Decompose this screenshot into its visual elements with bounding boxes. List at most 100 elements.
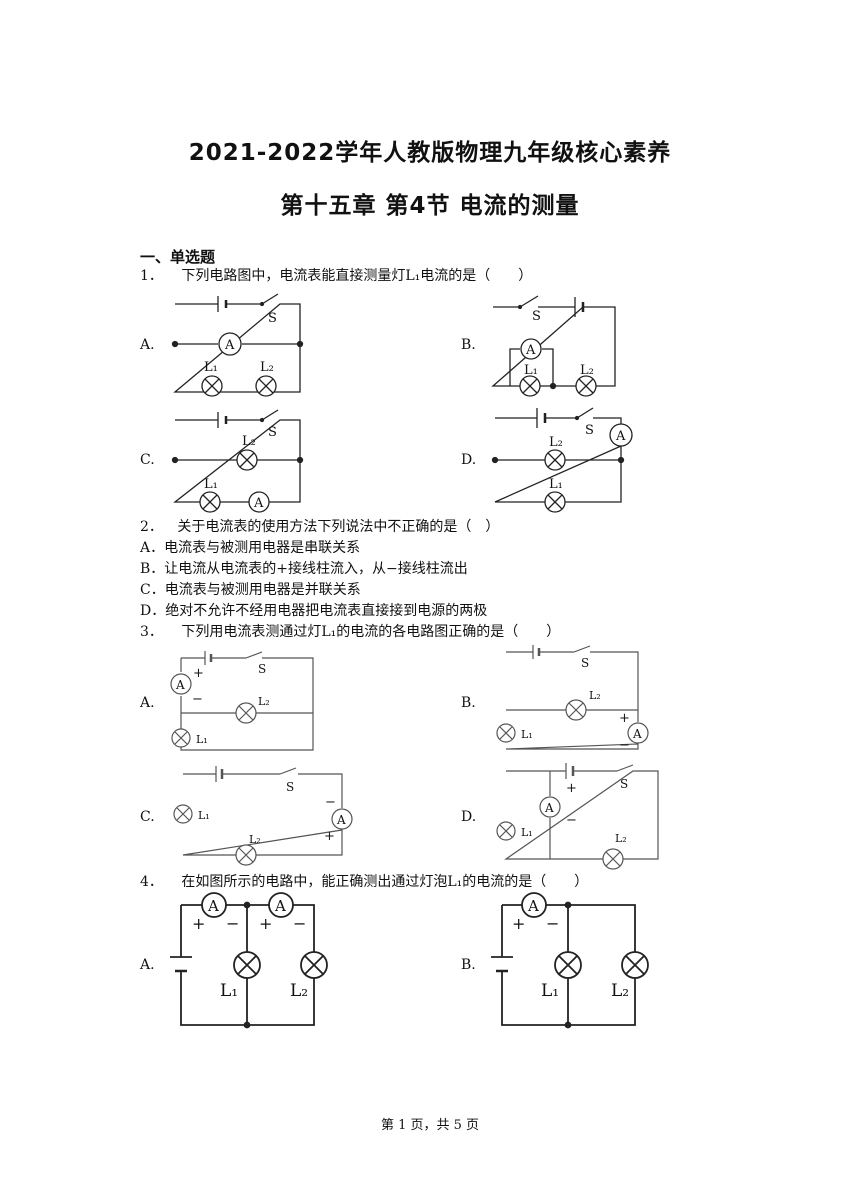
svg-text:A: A bbox=[544, 801, 554, 815]
svg-text:L₁: L₁ bbox=[524, 363, 538, 378]
lamp-icon bbox=[544, 491, 566, 513]
question-text: 在如图所示的电路中，能正确测出通过灯泡L₁的电流的是（ ） bbox=[181, 874, 589, 890]
svg-text:A: A bbox=[336, 813, 346, 827]
svg-text:S: S bbox=[286, 780, 294, 794]
question-number: 1． bbox=[140, 268, 163, 284]
q1-circuit-d: S A L₂ L₁ bbox=[491, 407, 633, 513]
svg-text:L₂: L₂ bbox=[615, 832, 627, 845]
lamp-icon bbox=[235, 702, 257, 724]
svg-text:L₁: L₁ bbox=[204, 360, 218, 375]
question-4: 4． 在如图所示的电路中，能正确测出通过灯泡L₁的电流的是（ ） bbox=[140, 872, 588, 892]
svg-text:L₂: L₂ bbox=[549, 435, 563, 450]
svg-text:L₂: L₂ bbox=[242, 434, 256, 449]
svg-text:L₁: L₁ bbox=[220, 981, 238, 1001]
lamp-icon bbox=[171, 728, 191, 748]
question-text: 关于电流表的使用方法下列说法中不正确的是（ ） bbox=[177, 519, 500, 535]
svg-text:−: − bbox=[293, 914, 306, 933]
q4-circuit-b: A + − L₁ L₂ bbox=[491, 892, 649, 1029]
svg-text:A: A bbox=[525, 343, 536, 358]
svg-text:+: + bbox=[192, 914, 205, 933]
svg-text:S: S bbox=[585, 423, 594, 438]
question-number: 4． bbox=[140, 874, 163, 890]
q3-option-b-label: B. bbox=[461, 695, 476, 711]
lamp-icon bbox=[621, 951, 649, 979]
svg-text:−: − bbox=[226, 914, 239, 933]
lamp-icon bbox=[602, 848, 624, 870]
q3-circuit-c: S A − + L₁ L₂ bbox=[173, 766, 353, 866]
svg-text:L₁: L₁ bbox=[198, 809, 210, 822]
svg-text:L₁: L₁ bbox=[541, 981, 559, 1001]
page-footer: 第 1 页，共 5 页 bbox=[380, 1118, 480, 1133]
q3-circuit-a: S A + − L₂ L₁ bbox=[170, 651, 314, 751]
page-title: 2021-2022学年人教版物理九年级核心素养 bbox=[188, 140, 672, 166]
question-number: 2． bbox=[140, 519, 163, 535]
q2-option-d: D．绝对不允许不经用电器把电流表直接接到电源的两极 bbox=[140, 603, 488, 619]
lamp-icon bbox=[519, 375, 541, 397]
q4-option-b-label: B. bbox=[461, 957, 476, 973]
svg-text:A: A bbox=[615, 429, 626, 444]
svg-text:L₂: L₂ bbox=[580, 363, 594, 378]
svg-text:S: S bbox=[581, 656, 589, 670]
svg-text:S: S bbox=[268, 425, 277, 440]
q1-option-c-label: C. bbox=[140, 452, 155, 468]
q2-option-a: A．电流表与被测用电器是串联关系 bbox=[140, 540, 361, 556]
lamp-icon bbox=[255, 375, 277, 397]
svg-text:−: − bbox=[325, 795, 336, 810]
q1-circuit-b: S A L₁ L₂ bbox=[491, 295, 616, 397]
question-text: 下列用电流表测通过灯L₁的电流的各电路图正确的是（ ） bbox=[181, 624, 561, 640]
svg-text:+: + bbox=[566, 781, 577, 796]
q1-option-d-label: D. bbox=[461, 452, 477, 468]
svg-text:L₁: L₁ bbox=[196, 733, 208, 746]
q1-circuit-c: S L₂ L₁ A bbox=[171, 409, 304, 513]
svg-text:L₁: L₁ bbox=[521, 728, 533, 741]
svg-text:−: − bbox=[192, 692, 203, 707]
q4-circuit-a: A A + − + − L₁ L₂ bbox=[170, 892, 328, 1029]
chapter-title: 第十五章 第4节 电流的测量 bbox=[280, 193, 580, 219]
lamp-icon bbox=[173, 804, 193, 824]
lamp-icon bbox=[235, 844, 257, 866]
q2-option-c: C．电流表与被测用电器是并联关系 bbox=[140, 582, 361, 598]
q3-option-a-label: A. bbox=[140, 695, 155, 711]
lamp-icon bbox=[233, 951, 261, 979]
lamp-icon bbox=[544, 449, 566, 471]
q3-option-d-label: D. bbox=[461, 809, 477, 825]
q3-circuit-b: S L₂ A + − L₁ bbox=[496, 645, 649, 753]
lamp-icon bbox=[300, 951, 328, 979]
q4-option-a-label: A. bbox=[140, 957, 155, 973]
lamp-icon bbox=[575, 375, 597, 397]
question-text: 下列电路图中，电流表能直接测量灯L₁电流的是（ ） bbox=[181, 268, 533, 284]
svg-text:L₁: L₁ bbox=[549, 477, 563, 492]
ammeter-label: A bbox=[224, 338, 235, 353]
svg-text:L₂: L₂ bbox=[589, 689, 601, 702]
q1-option-a-label: A. bbox=[140, 337, 155, 353]
svg-text:L₂: L₂ bbox=[260, 360, 274, 375]
lamp-icon bbox=[199, 491, 221, 513]
svg-text:S: S bbox=[532, 309, 541, 324]
svg-text:L₁: L₁ bbox=[204, 477, 218, 492]
svg-text:−: − bbox=[619, 738, 630, 753]
svg-text:L₂: L₂ bbox=[290, 981, 308, 1001]
svg-text:L₁: L₁ bbox=[521, 826, 533, 839]
svg-text:+: + bbox=[619, 711, 630, 726]
svg-text:A: A bbox=[207, 897, 219, 915]
svg-text:A: A bbox=[175, 678, 185, 692]
lamp-icon bbox=[565, 699, 587, 721]
lamp-icon bbox=[236, 449, 258, 471]
q3-option-c-label: C. bbox=[140, 809, 155, 825]
svg-text:S: S bbox=[258, 662, 266, 676]
svg-text:+: + bbox=[259, 914, 272, 933]
svg-text:A: A bbox=[632, 727, 642, 741]
question-1: 1． 下列电路图中，电流表能直接测量灯L₁电流的是（ ） bbox=[140, 266, 532, 286]
question-2: 2． 关于电流表的使用方法下列说法中不正确的是（ ） bbox=[140, 517, 499, 537]
svg-text:S: S bbox=[620, 777, 628, 791]
q1-circuit-a: S A L₁ L₂ bbox=[171, 293, 304, 397]
svg-text:A: A bbox=[274, 897, 286, 915]
svg-text:+: + bbox=[193, 666, 204, 681]
section-heading: 一、单选题 bbox=[140, 248, 216, 266]
svg-text:A: A bbox=[253, 496, 264, 511]
switch-label: S bbox=[268, 311, 277, 326]
question-3: 3． 下列用电流表测通过灯L₁的电流的各电路图正确的是（ ） bbox=[140, 622, 560, 642]
q3-circuit-d: S A + − L₁ L₂ bbox=[496, 763, 659, 870]
svg-text:−: − bbox=[546, 914, 559, 933]
lamp-icon bbox=[496, 723, 516, 743]
